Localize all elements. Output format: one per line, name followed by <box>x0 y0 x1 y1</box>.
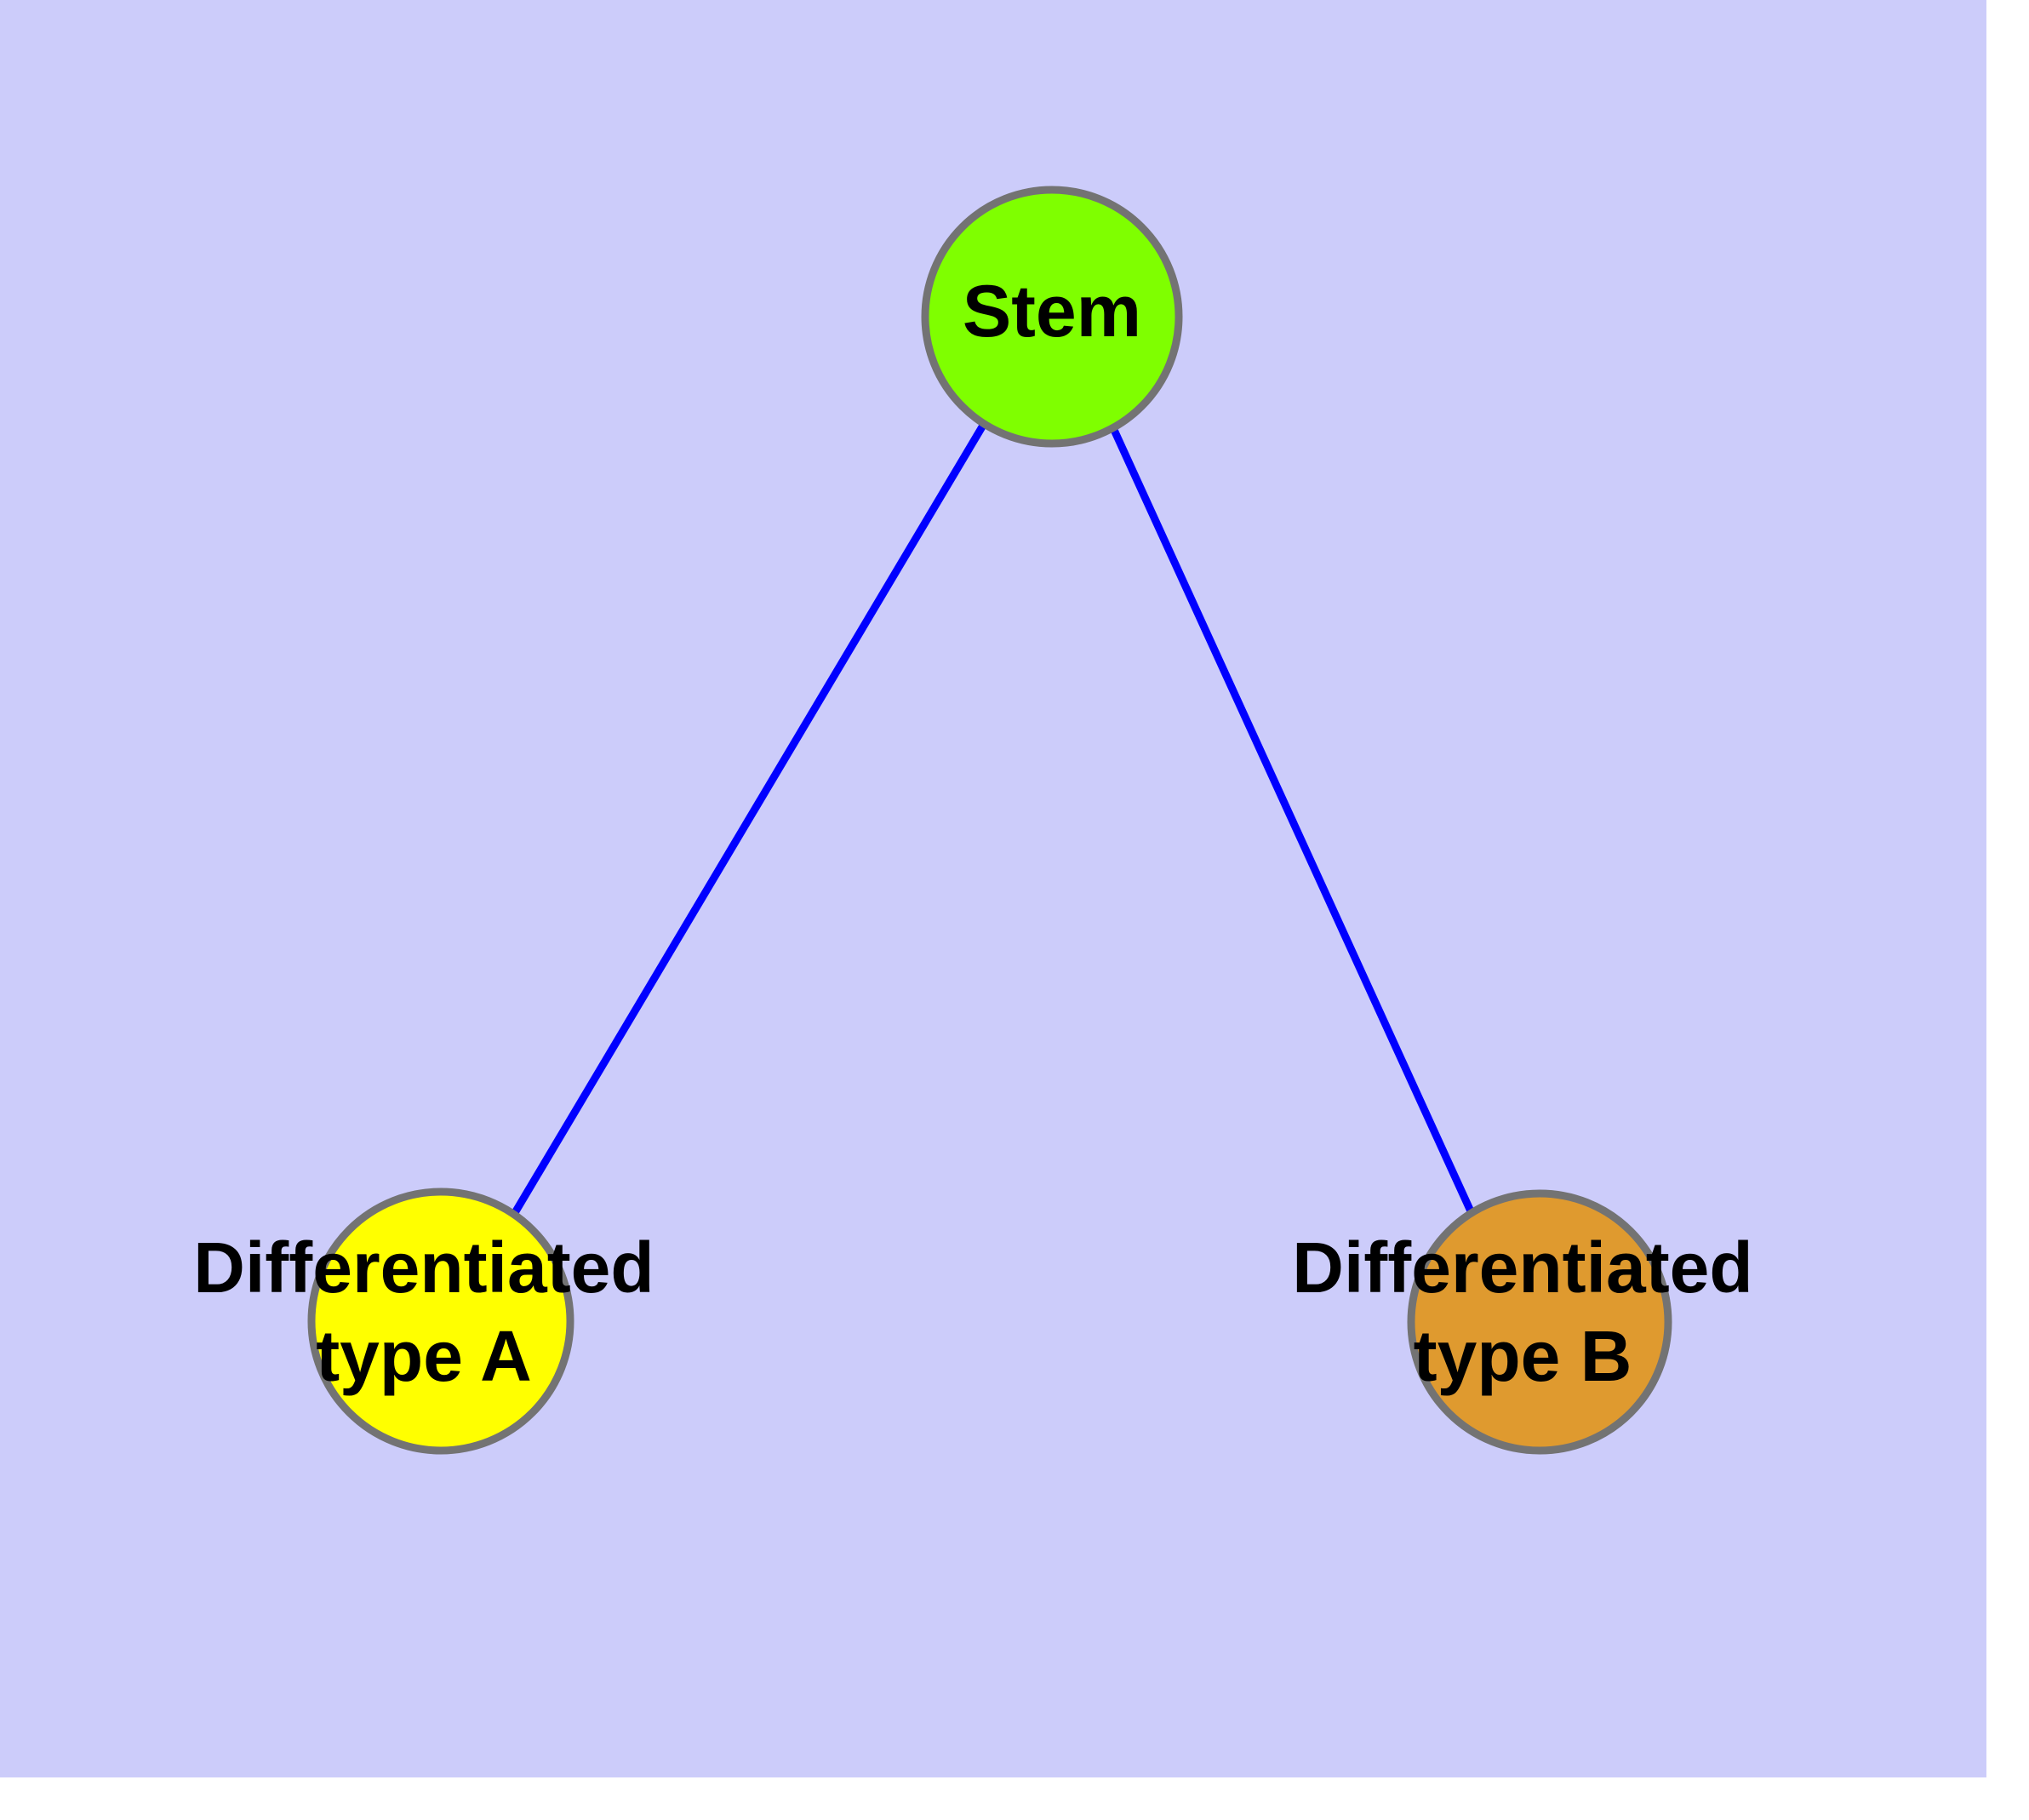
node-label-line: type A <box>316 1316 532 1396</box>
node-stem[interactable] <box>921 186 1183 448</box>
node-diff_a[interactable] <box>307 1188 574 1455</box>
node-diff_b[interactable] <box>1407 1189 1672 1455</box>
nodes-group <box>307 186 1672 1455</box>
node-label-line: Differentiated <box>193 1228 654 1308</box>
edges-group <box>510 421 1476 1218</box>
node-label-line: type B <box>1414 1316 1632 1396</box>
node-label-stem: Stem <box>963 271 1141 352</box>
node-label-line: Differentiated <box>1292 1228 1752 1308</box>
node-label-line: Stem <box>963 271 1141 352</box>
edge-stem-to-diff-a <box>510 421 987 1218</box>
edge-stem-to-diff-b <box>1110 428 1476 1215</box>
